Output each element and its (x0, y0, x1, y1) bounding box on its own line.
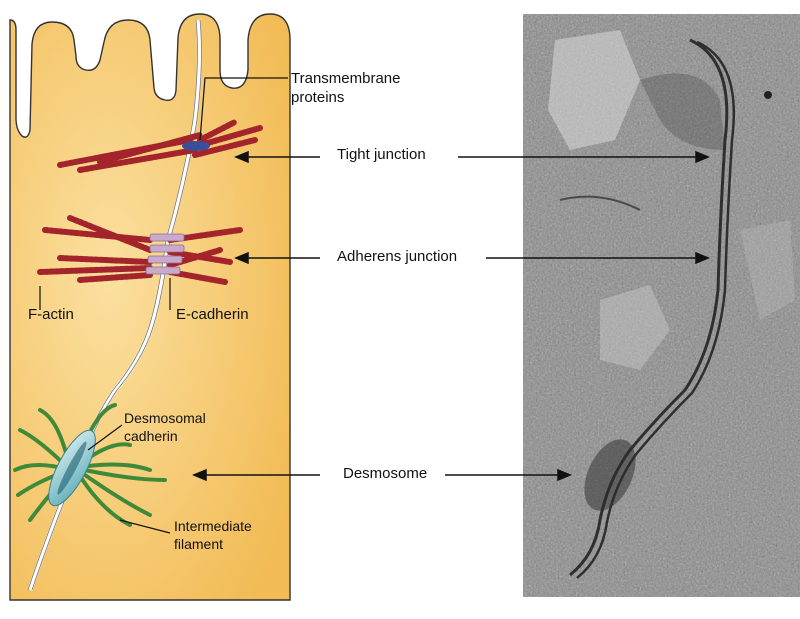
electron-micrograph (523, 14, 800, 597)
f-actin-label: F-actin (28, 306, 74, 323)
intermediate-filament-label-line2: filament (174, 536, 224, 552)
adherens-junction-label: Adherens junction (335, 248, 460, 266)
e-cadherin-plates (145, 233, 185, 275)
desmosome-label: Desmosome (341, 465, 430, 483)
pointer-arrows (192, 150, 710, 482)
transmembrane-label-line1: Transmembrane (291, 70, 401, 87)
desmosome-plaque (48, 429, 96, 507)
intermediate-filament-label-line1: Intermediate (174, 518, 252, 534)
tight-junction-protein (182, 141, 210, 151)
tight-junction-label: Tight junction (335, 146, 428, 164)
desmosomal-cadherin-label-line2: cadherin (124, 428, 178, 444)
leader-lines (39, 77, 288, 534)
transmembrane-label-line2: proteins (291, 89, 345, 106)
desmosomal-cadherin-label-line1: Desmosomal (124, 410, 206, 426)
e-cadherin-label: E-cadherin (176, 306, 249, 323)
